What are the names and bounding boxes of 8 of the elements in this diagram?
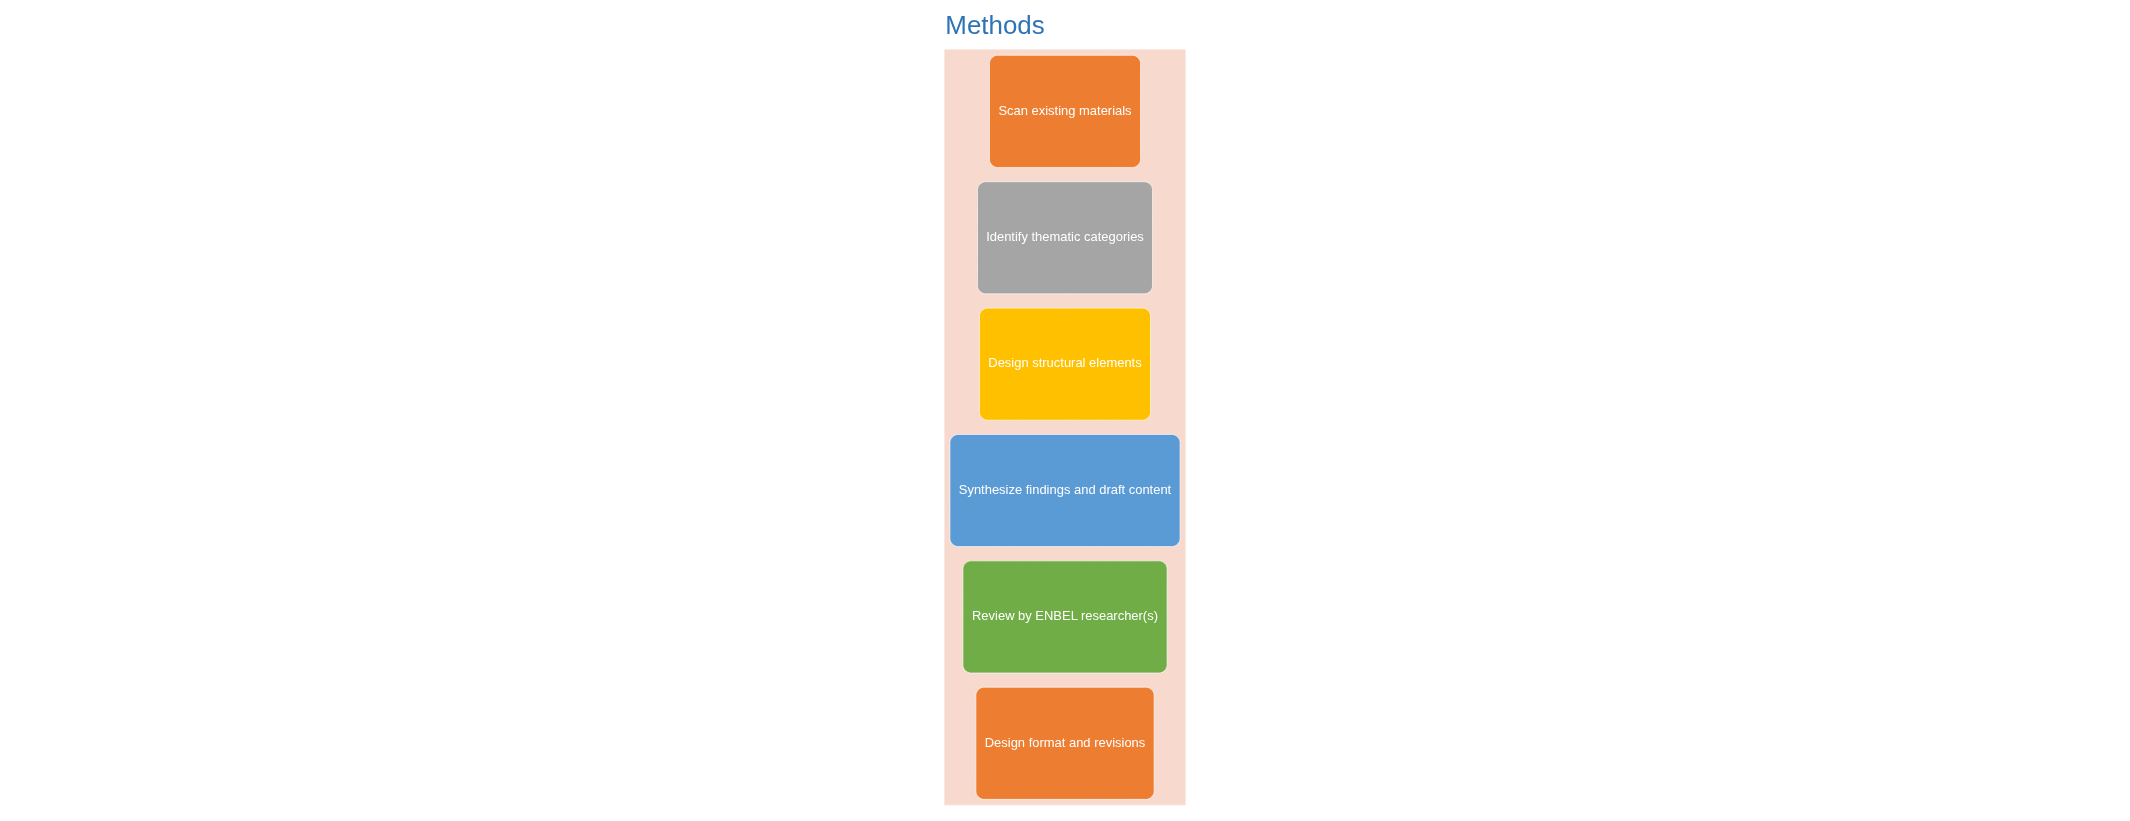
node-box: Synthesize findings and draft content — [949, 434, 1181, 547]
node-box: Design format and revisions — [975, 686, 1155, 800]
diagram-title: Methods — [945, 11, 1045, 40]
node-box: Review by ENBEL researcher(s) — [962, 560, 1168, 674]
node-box: Design structural elements — [979, 307, 1151, 421]
node-box: Scan existing materials — [989, 55, 1141, 168]
node-box: Identify thematic categories — [977, 181, 1153, 295]
cluster — [944, 49, 1186, 806]
